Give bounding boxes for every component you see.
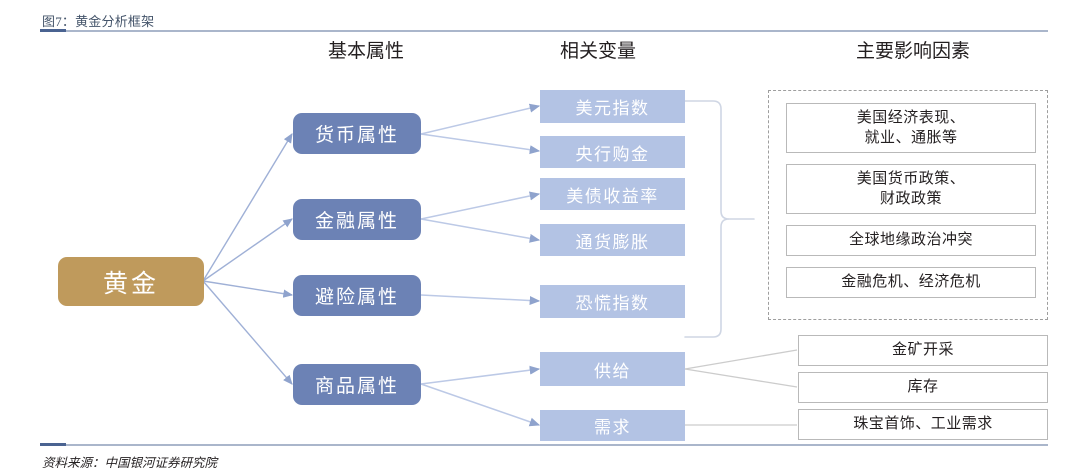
node-variable-central-bank-gold-buying[interactable]: 央行购金 [540,136,685,168]
factor-gold-mining[interactable]: 金矿开采 [798,335,1048,366]
factor-financial-crisis[interactable]: 金融危机、经济危机 [786,267,1036,298]
node-variable-supply[interactable]: 供给 [540,352,685,386]
edges-financial-to-variables [420,191,541,243]
edges-safehaven-to-variables [420,294,541,306]
node-variable-us-treasury-yield[interactable]: 美债收益率 [540,178,685,210]
column-header-related-variables: 相关变量 [560,41,637,62]
factor-group-macro [768,90,1048,320]
edges-supply-to-factors [684,349,798,388]
factor-us-policy[interactable]: 美国货币政策、 财政政策 [786,164,1036,214]
bottom-rule-accent [40,443,66,446]
factor-inventory[interactable]: 库存 [798,372,1048,403]
figure-title: 图7：黄金分析框架 [42,14,155,29]
node-attribute-financial[interactable]: 金融属性 [293,199,421,240]
top-rule [40,30,1048,32]
top-rule-accent [40,29,66,32]
factor-us-economy-line1: 美国经济表现、 [856,109,966,126]
node-attribute-currency[interactable]: 货币属性 [293,113,421,154]
factor-us-economy-line2: 就业、通胀等 [864,130,958,146]
column-header-basic-attributes: 基本属性 [328,41,405,62]
node-attribute-commodity[interactable]: 商品属性 [293,364,421,405]
connector-layer [202,100,798,427]
edges-currency-to-variables [420,103,541,155]
factor-us-policy-line1: 美国货币政策、 [856,170,966,187]
bottom-rule [40,444,1048,446]
node-variable-fear-index[interactable]: 恐慌指数 [540,285,685,318]
edges-gold-to-attributes [202,133,294,385]
diagram-canvas: 基本属性 相关变量 主要影响因素 黄金 货币属性 金融属性 避险属性 商品属性 … [40,33,1048,441]
figure-source: 资料来源：中国银河证券研究院 [42,456,218,470]
factor-us-policy-line2: 财政政策 [879,191,942,207]
factor-jewelry-industrial-demand[interactable]: 珠宝首饰、工业需求 [798,409,1048,440]
brace-macro-variables [684,100,755,338]
node-attribute-safehaven[interactable]: 避险属性 [293,275,421,316]
edges-commodity-to-variables [420,365,541,427]
factor-geopolitical-conflict[interactable]: 全球地缘政治冲突 [786,225,1036,256]
node-gold[interactable]: 黄金 [58,257,204,306]
node-variable-inflation[interactable]: 通货膨胀 [540,224,685,256]
factor-us-economy[interactable]: 美国经济表现、 就业、通胀等 [786,103,1036,153]
column-header-main-factors: 主要影响因素 [856,41,971,62]
node-variable-demand[interactable]: 需求 [540,410,685,441]
node-variable-dollar-index[interactable]: 美元指数 [540,90,685,123]
